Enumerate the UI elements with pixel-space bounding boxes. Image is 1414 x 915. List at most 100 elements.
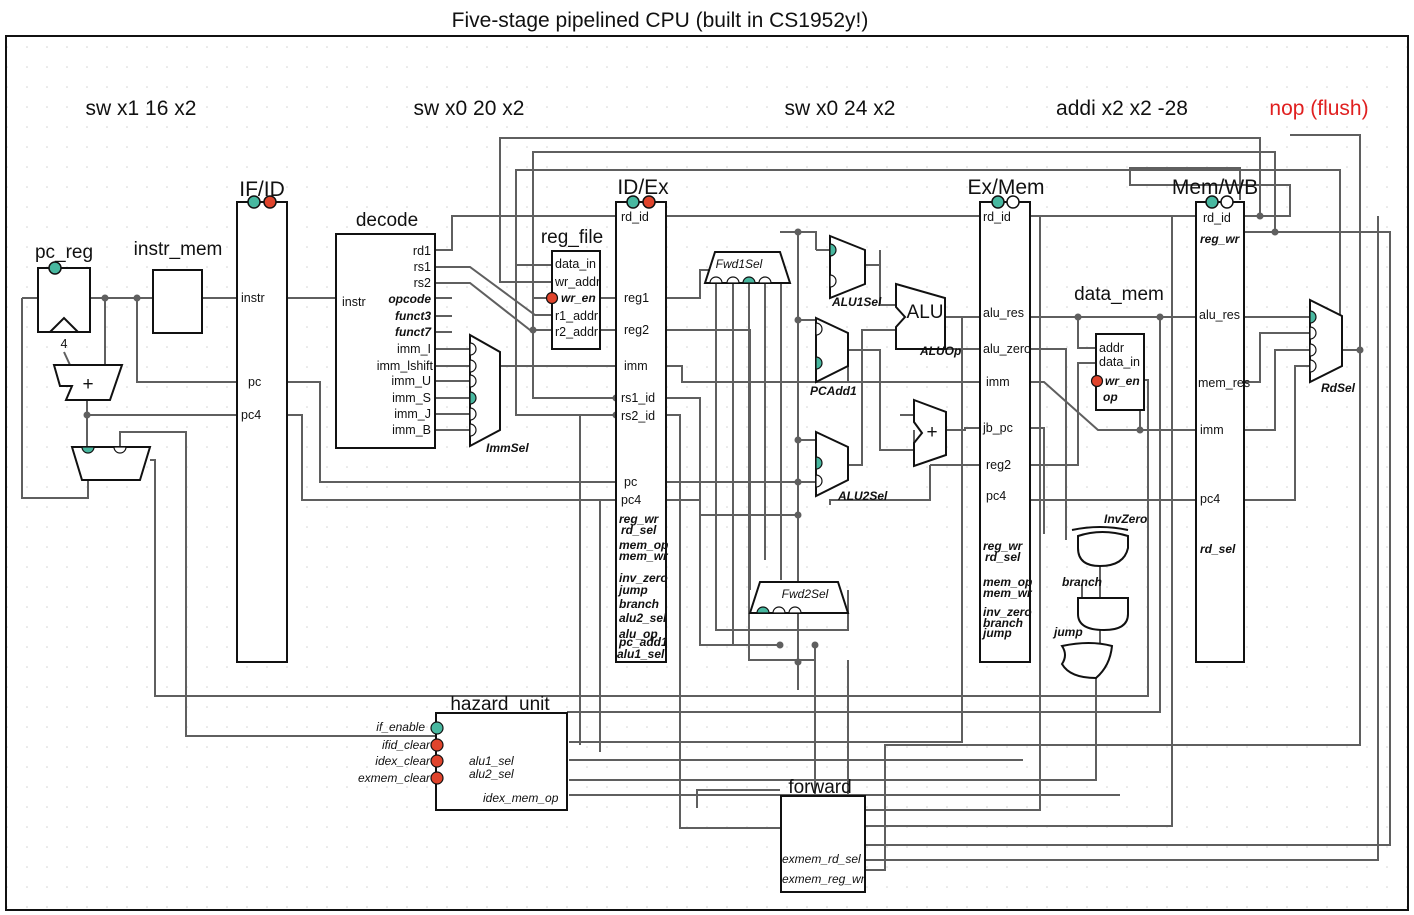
decode-out-rs1: rs1: [414, 260, 431, 274]
if-id-title: IF/ID: [239, 178, 285, 201]
reg-file-label: reg_file: [541, 227, 603, 248]
decode-out-opcode: opcode: [388, 292, 431, 306]
ex-mem-ctl-jump: jump: [981, 626, 1012, 640]
ex-mem-ctl-mem-op: mem_op: [983, 575, 1032, 589]
alu2-select-mux: ALU2Sel: [815, 430, 888, 503]
decode-unit: decode instr rd1 rs1 rs2 opcode funct3 f…: [335, 210, 436, 449]
id-ex-port-rd-id: rd_id: [621, 210, 649, 224]
id-ex-title: ID/Ex: [617, 176, 669, 199]
imm-sel-label: ImmSel: [486, 441, 529, 455]
ex-mem-port-reg2: reg2: [986, 458, 1011, 472]
hazard-unit-label: hazard_unit: [450, 694, 550, 715]
instruction-memory: instr_mem: [134, 239, 222, 334]
mem-wb-clear-indicator: [1220, 195, 1234, 209]
decode-out-rs2: rs2: [414, 276, 431, 290]
fwd2-sel-label: Fwd2Sel: [782, 587, 829, 601]
mem-wb-ctl-rd-sel: rd_sel: [1200, 542, 1236, 556]
ex-mem-port-rd-id: rd_id: [983, 210, 1011, 224]
hazard-port-alu2-sel: alu2_sel: [469, 767, 514, 781]
junctions: [83, 212, 1364, 666]
id-ex-ctl-alu2-sel: alu2_sel: [619, 611, 667, 625]
ex-mem-ctl-mem-wr: mem_wr: [983, 586, 1033, 600]
ex-mem-enable-indicator: [991, 195, 1005, 209]
id-ex-ctl-jump: jump: [617, 583, 648, 597]
jump-gate-label: jump: [1052, 625, 1083, 639]
ex-mem-port-alu-res: alu_res: [983, 306, 1024, 320]
pc-adder-plus: +: [82, 374, 93, 395]
if-id-clear-indicator: [263, 195, 277, 209]
if-id-port-pc: pc: [248, 375, 261, 389]
pc-adder: +: [52, 364, 124, 401]
forward2-select-mux: Fwd2Sel: [748, 581, 850, 614]
hazard-port-if-enable: if_enable: [376, 720, 425, 734]
ex-mem-port-alu-zero: alu_zero: [983, 342, 1031, 356]
inv-zero-label: InvZero: [1104, 512, 1147, 526]
mem-wb-port-alu-res: alu_res: [1199, 308, 1240, 322]
id-ex-clear-indicator: [642, 195, 656, 209]
hazard-port-idex-mem-op: idex_mem_op: [483, 791, 559, 805]
rd-select-mux: RdSel: [1309, 298, 1356, 395]
fwd1-sel-label: Fwd1Sel: [716, 257, 763, 271]
forwarding-unit: forward exmem_rd_sel exmem_reg_wr: [780, 777, 866, 893]
pc-add-select-mux: PCAdd1: [810, 316, 857, 398]
pc-reg-enable-indicator: [48, 261, 62, 275]
hazard-idex-clear-indicator: [430, 754, 444, 768]
mem-wb-port-mem-res: mem_res: [1198, 376, 1250, 390]
if-id-register: IF/ID instr pc pc4: [236, 178, 288, 663]
mem-wb-ctl-reg-wr: reg_wr: [1200, 232, 1241, 246]
reg-file-port-wr-en: wr_en: [561, 291, 596, 305]
diagram-title: Five-stage pipelined CPU (built in CS195…: [452, 9, 869, 32]
forward-unit-label: forward: [788, 777, 851, 798]
stage-id-instruction: sw x0 20 x2: [414, 97, 525, 120]
ex-mem-clear-indicator: [1006, 195, 1020, 209]
rd-sel-label: RdSel: [1321, 381, 1356, 395]
hazard-port-alu1-sel: alu1_sel: [469, 754, 514, 768]
jump-or-gate: jump: [1052, 625, 1114, 680]
hazard-unit: hazard_unit if_enable ifid_clear idex_cl…: [358, 694, 568, 811]
alu: ALU ALUOp: [895, 282, 961, 358]
ex-mem-port-jb-pc: jb_pc: [982, 421, 1013, 435]
mem-wb-port-rd-id: rd_id: [1203, 211, 1231, 225]
forward-port-exmem-reg-wr: exmem_reg_wr: [782, 872, 866, 886]
hazard-port-idex-clear: idex_clear: [375, 754, 431, 768]
ex-mem-title: Ex/Mem: [967, 176, 1044, 199]
decode-label: decode: [356, 210, 418, 231]
id-ex-ctl-pc-add1: pc_add1: [618, 635, 668, 649]
ex-mem-port-pc4: pc4: [986, 489, 1006, 503]
hazard-if-enable-indicator: [430, 721, 444, 735]
id-ex-ctl-inv-zero: inv_zero: [619, 571, 668, 585]
id-ex-enable-indicator: [626, 195, 640, 209]
branch-and-gate: branch: [1062, 575, 1129, 632]
id-ex-port-reg1: reg1: [624, 291, 649, 305]
decode-out-imm-i: imm_I: [397, 342, 431, 356]
decode-out-imm-lshift: imm_lshift: [377, 359, 434, 373]
alu1-sel-label: ALU1Sel: [831, 295, 882, 309]
id-ex-ctl-alu1-sel: alu1_sel: [617, 647, 665, 661]
decode-out-imm-j: imm_J: [394, 407, 431, 421]
if-id-port-instr: instr: [241, 291, 265, 305]
id-ex-ctl-mem-op: mem_op: [619, 538, 668, 552]
mem-wb-port-pc4: pc4: [1200, 492, 1220, 506]
data-mem-wr-en-indicator: [1090, 374, 1104, 388]
id-ex-port-pc: pc: [624, 475, 637, 489]
mem-wb-port-imm: imm: [1200, 423, 1224, 437]
id-ex-ctl-branch: branch: [619, 597, 659, 611]
id-ex-ctl-rd-sel: rd_sel: [621, 523, 657, 537]
id-ex-port-imm: imm: [624, 359, 648, 373]
alu2-sel-label: ALU2Sel: [837, 489, 888, 503]
ex-mem-port-imm: imm: [986, 375, 1010, 389]
id-ex-ctl-mem-wr: mem_wr: [619, 549, 669, 563]
id-ex-port-pc4: pc4: [621, 493, 641, 507]
hazard-exmem-clear-indicator: [430, 771, 444, 785]
forward-port-exmem-rd-sel: exmem_rd_sel: [782, 852, 861, 866]
stage-ex-instruction: sw x0 24 x2: [785, 97, 896, 120]
reg-file-port-r2-addr: r2_addr: [555, 325, 598, 339]
ex-mem-ctl-inv-zero: inv_zero: [983, 605, 1032, 619]
branch-target-adder: +: [913, 398, 947, 468]
alu-op-label: ALUOp: [919, 344, 961, 358]
hazard-port-ifid-clear: ifid_clear: [382, 738, 431, 752]
mem-wb-title: Mem/WB: [1172, 176, 1258, 199]
data-memory: data_mem addr data_in wr_en op: [1074, 284, 1164, 411]
alu-label: ALU: [907, 302, 944, 323]
ex-mem-ctl-branch: branch: [983, 616, 1023, 630]
